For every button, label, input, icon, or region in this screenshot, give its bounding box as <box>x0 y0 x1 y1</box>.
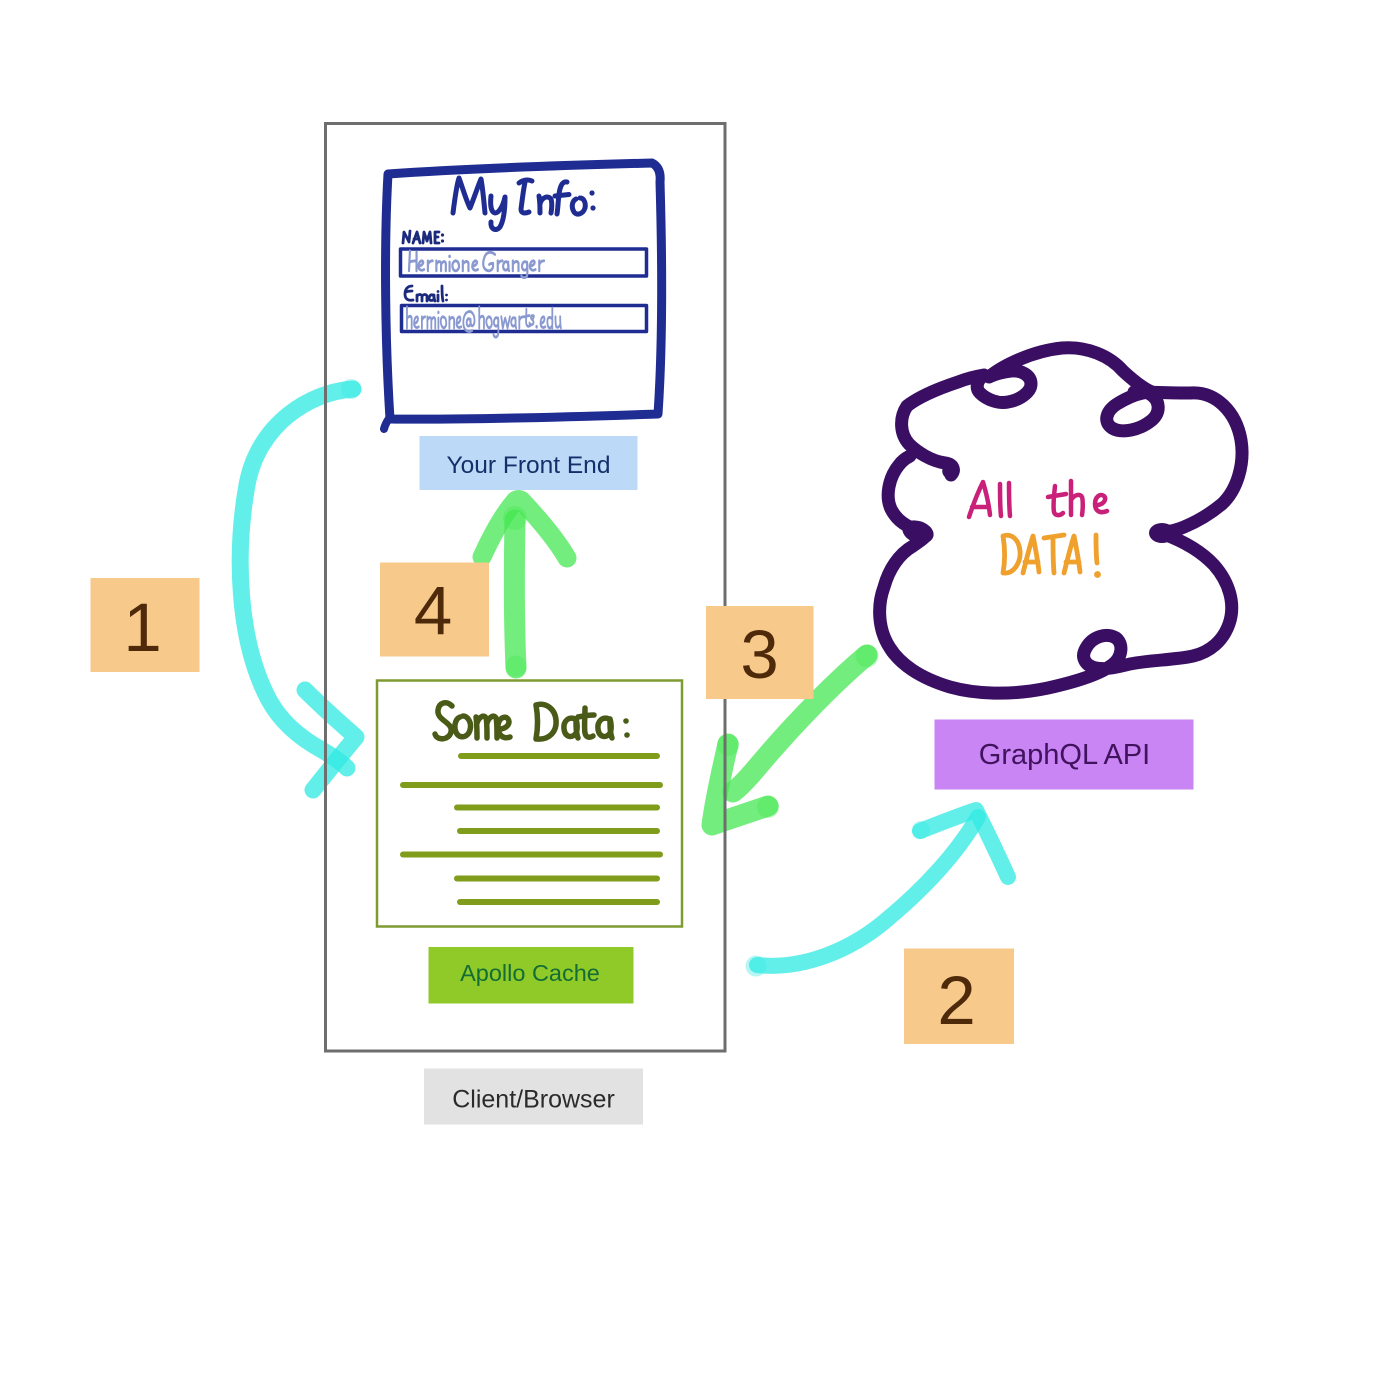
svg-text:1: 1 <box>123 589 161 666</box>
svg-text:GraphQL API: GraphQL API <box>979 739 1150 771</box>
svg-text:Client/Browser: Client/Browser <box>452 1086 615 1114</box>
svg-text:4: 4 <box>414 572 452 649</box>
svg-text:Apollo Cache: Apollo Cache <box>460 960 600 986</box>
svg-text:2: 2 <box>937 962 975 1039</box>
svg-text:3: 3 <box>740 616 778 693</box>
svg-text:Your Front End: Your Front End <box>447 452 611 479</box>
